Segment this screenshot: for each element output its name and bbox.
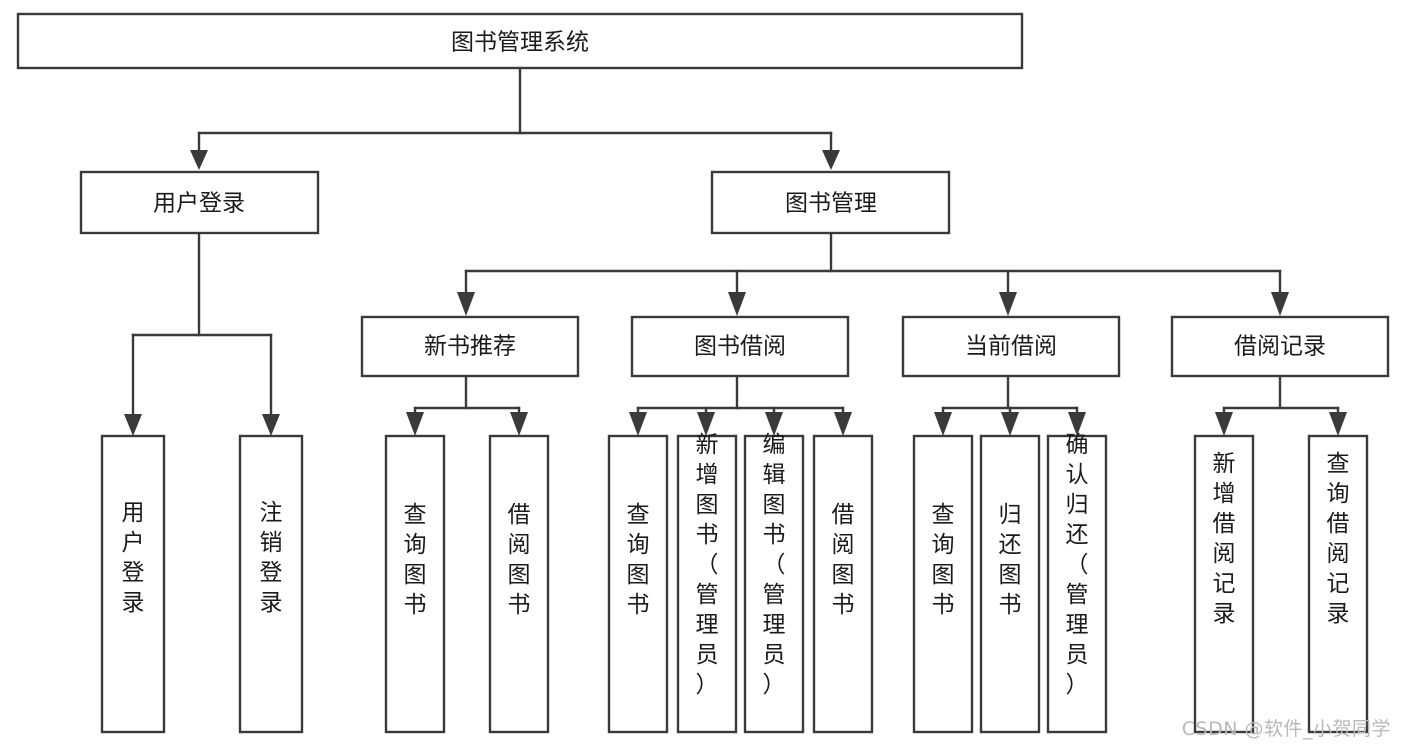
node-current-borrow[interactable]: 当前借阅 xyxy=(901,315,1121,378)
leaf-user-login-2-box[interactable] xyxy=(238,434,304,734)
leaf-borrow-record-1-label: 新增借阅记录 xyxy=(1213,451,1236,627)
arrow-head-borrowrecord-leaf-1 xyxy=(1215,412,1233,436)
leaf-book-borrow-3[interactable]: 编辑图书（管理员） xyxy=(743,432,805,734)
leaf-borrow-record-2-box[interactable] xyxy=(1307,434,1369,734)
leaf-book-borrow-3-box[interactable] xyxy=(743,434,805,734)
arrow-head-borrow-record xyxy=(1271,292,1289,316)
leaf-current-borrow-2-box[interactable] xyxy=(979,434,1041,734)
arrow-head-newbook-leaf-1 xyxy=(406,412,424,436)
leaf-new-book-1-box[interactable] xyxy=(384,434,446,734)
leaf-current-borrow-3[interactable]: 确认归还（管理员） xyxy=(1046,432,1108,734)
node-new-book-recommend-label: 新书推荐 xyxy=(424,334,516,360)
arrow-head-currentborrow-leaf-1 xyxy=(934,412,952,436)
node-borrow-record[interactable]: 借阅记录 xyxy=(1170,315,1390,378)
arrow-head-currentborrow-leaf-2 xyxy=(1001,412,1019,436)
arrow-head-current-borrow xyxy=(999,292,1017,316)
leaf-borrow-record-2[interactable]: 查询借阅记录 xyxy=(1307,434,1369,734)
node-book-manage-label: 图书管理 xyxy=(785,191,877,217)
arrow-head-user-leaf-1 xyxy=(124,414,142,436)
node-user-login-label: 用户登录 xyxy=(153,191,245,217)
arrow-head-book-manage xyxy=(822,150,840,170)
leaf-borrow-record-1-box[interactable] xyxy=(1193,434,1255,734)
arrow-head-bookborrow-leaf-2 xyxy=(697,412,715,436)
arrow-head-book-borrow xyxy=(728,292,746,316)
leaf-book-borrow-1-label: 查询图书 xyxy=(627,502,650,618)
node-current-borrow-box[interactable] xyxy=(901,315,1121,378)
leaf-book-borrow-2-label: 新增图书（管理员） xyxy=(696,432,719,698)
leaf-current-borrow-3-box[interactable] xyxy=(1046,434,1108,734)
leaf-borrow-record-1[interactable]: 新增借阅记录 xyxy=(1193,434,1255,734)
node-book-borrow-label: 图书借阅 xyxy=(694,334,786,360)
node-book-borrow[interactable]: 图书借阅 xyxy=(630,315,850,378)
leaf-user-login-2-label: 注销登录 xyxy=(260,500,283,616)
node-user-login[interactable]: 用户登录 xyxy=(79,170,320,235)
leaf-book-borrow-3-label: 编辑图书（管理员） xyxy=(763,432,786,698)
leaf-current-borrow-1-label: 查询图书 xyxy=(932,502,955,618)
leaf-user-login-1-label: 用户登录 xyxy=(122,500,145,616)
leaf-user-login-2[interactable]: 注销登录 xyxy=(238,434,304,734)
arrow-head-borrowrecord-leaf-2 xyxy=(1329,412,1347,436)
leaf-new-book-1[interactable]: 查询图书 xyxy=(384,434,446,734)
leaf-current-borrow-3-label: 确认归还（管理员） xyxy=(1066,432,1089,698)
arrow-head-user-login xyxy=(190,150,208,170)
arrow-head-bookborrow-leaf-3 xyxy=(765,412,783,436)
leaf-current-borrow-1[interactable]: 查询图书 xyxy=(912,434,974,734)
leaf-user-login-1[interactable]: 用户登录 xyxy=(100,434,166,734)
leaf-book-borrow-4-label: 借阅图书 xyxy=(832,502,855,618)
leaf-book-borrow-2-box[interactable] xyxy=(676,434,738,734)
arrow-head-bookborrow-leaf-4 xyxy=(834,412,852,436)
node-root-label: 图书管理系统 xyxy=(451,30,589,56)
leaf-book-borrow-2[interactable]: 新增图书（管理员） xyxy=(676,432,738,734)
leaf-borrow-record-2-label: 查询借阅记录 xyxy=(1327,451,1350,627)
leaf-book-borrow-4-box[interactable] xyxy=(812,434,874,734)
leaf-current-borrow-2[interactable]: 归还图书 xyxy=(979,434,1041,734)
leaf-new-book-1-label: 查询图书 xyxy=(404,502,427,618)
leaf-new-book-2-label: 借阅图书 xyxy=(508,502,531,618)
node-borrow-record-box[interactable] xyxy=(1170,315,1390,378)
node-borrow-record-label: 借阅记录 xyxy=(1234,334,1326,360)
arrow-head-currentborrow-leaf-3 xyxy=(1068,412,1086,436)
arrow-head-bookborrow-leaf-1 xyxy=(629,412,647,436)
leaf-book-borrow-4[interactable]: 借阅图书 xyxy=(812,434,874,734)
node-book-manage-box[interactable] xyxy=(710,170,951,235)
arrow-head-new-book xyxy=(457,292,475,316)
arrow-head-newbook-leaf-2 xyxy=(510,412,528,436)
leaf-new-book-2-box[interactable] xyxy=(488,434,550,734)
connector-group xyxy=(124,66,1347,436)
leaf-book-borrow-1[interactable]: 查询图书 xyxy=(607,434,669,734)
node-new-book-recommend[interactable]: 新书推荐 xyxy=(360,315,580,378)
node-root[interactable]: 图书管理系统 xyxy=(16,12,1024,70)
node-user-login-box[interactable] xyxy=(79,170,320,235)
node-root-box[interactable] xyxy=(16,12,1024,70)
csdn-watermark: CSDN @软件_小贺同学 xyxy=(1181,718,1391,740)
leaf-book-borrow-1-box[interactable] xyxy=(607,434,669,734)
leaf-current-borrow-2-label: 归还图书 xyxy=(999,502,1022,618)
arrow-head-user-leaf-2 xyxy=(262,414,280,436)
node-book-manage[interactable]: 图书管理 xyxy=(710,170,951,235)
leaf-current-borrow-1-box[interactable] xyxy=(912,434,974,734)
leaf-new-book-2[interactable]: 借阅图书 xyxy=(488,434,550,734)
leaf-user-login-1-box[interactable] xyxy=(100,434,166,734)
node-book-borrow-box[interactable] xyxy=(630,315,850,378)
node-new-book-recommend-box[interactable] xyxy=(360,315,580,378)
node-current-borrow-label: 当前借阅 xyxy=(965,334,1057,360)
